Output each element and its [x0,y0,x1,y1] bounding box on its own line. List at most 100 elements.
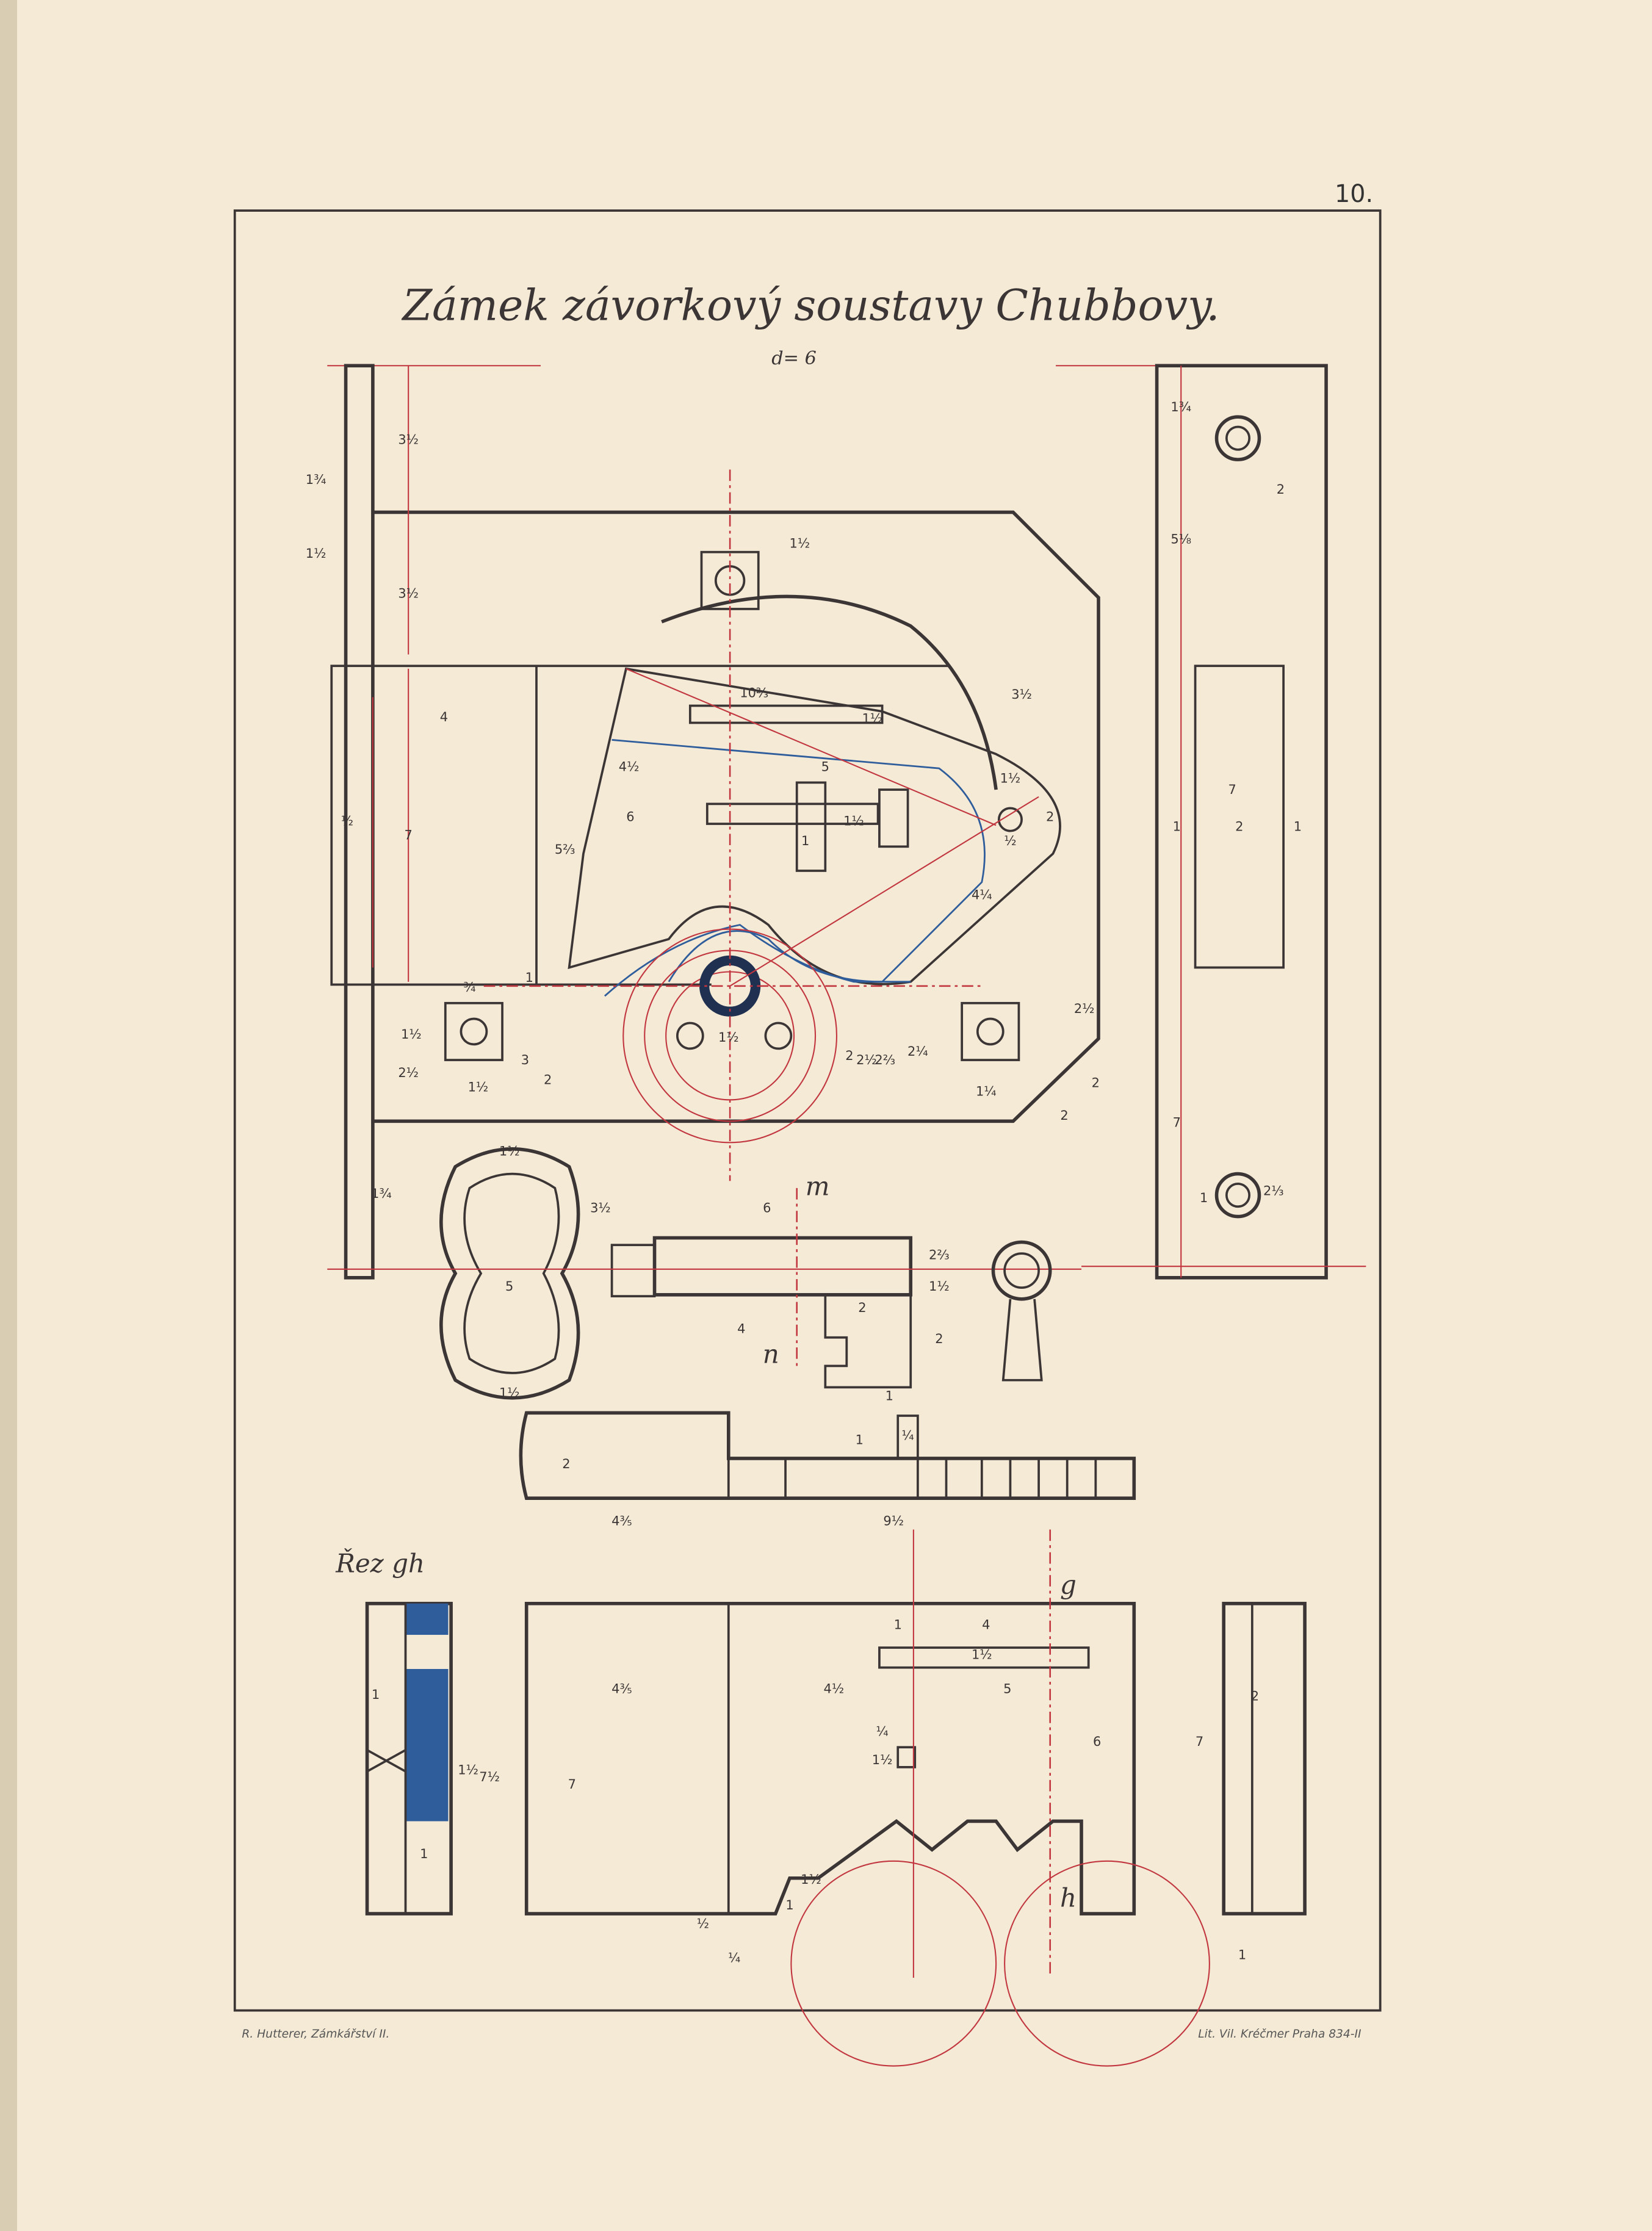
section-label: Řez gh [335,1548,425,1578]
dimension-label: ¼ [901,1429,914,1443]
dimension-label: 4⅗ [611,1682,632,1696]
dimension-label: 1½ [843,813,864,828]
dimension-label: 2½ [856,1053,877,1067]
dimension-label: 2½ [398,1065,419,1080]
strike-plate-view [1081,364,1366,1280]
dimension-label: 2½ [1074,1001,1095,1016]
dimension-label: 3½ [398,586,419,600]
dimension-label: 1½ [801,1872,821,1887]
page-gutter-shadow [0,0,17,2231]
footer-printer: Lit. Vil. Kréčmer Praha 834-II [1198,2028,1361,2041]
dimension-label: 3½ [590,1201,611,1216]
dimension-label: 7 [405,828,413,843]
dimension-label: 3 [521,1053,529,1067]
dimension-label: 1½ [468,1079,489,1094]
dimension-label: 9½ [883,1514,904,1529]
section-letter-g: g [1060,1570,1077,1599]
escutcheon [991,1240,1052,1301]
dimension-label: 1½ [718,1030,739,1045]
dimension-label: 1 [1238,1948,1246,1962]
dimension-label: 1 [801,834,809,848]
dimension-label: ½ [341,813,353,828]
dimension-label: 4½ [823,1682,844,1696]
dimension-label: 7 [1196,1734,1203,1749]
dimension-label: 7 [1173,1116,1181,1130]
dimension-label: 1¾ [371,1186,392,1201]
dimension-label: 4 [982,1618,990,1632]
dimension-label: 5 [821,760,829,774]
dimension-label: 1 [1294,820,1302,834]
dimension-label: 5 [505,1279,513,1294]
dimension-label: 2 [1046,809,1054,824]
lock-case [372,510,1100,1123]
bolt-view [519,1411,1136,1501]
drawing-frame [233,209,1382,2012]
dimension-label: 2⅓ [1263,1184,1284,1198]
dimension-label: 1½ [862,711,882,726]
dimension-label: 10⅔ [740,686,768,701]
dimension-label: 1 [525,970,533,985]
dimension-label: 1¼ [976,1084,997,1098]
dimension-label: 2 [935,1332,943,1346]
dimension-label: 4½ [619,760,640,774]
dimension-label: 7 [568,1777,576,1792]
dimension-label: 2¼ [907,1044,928,1059]
dimension-label: 1½ [306,546,326,561]
dimension-label: ½ [1004,834,1016,848]
drawing-title: Zámek závorkový soustavy Chubbovy. [401,281,1219,331]
dimension-label: 1½ [972,1648,992,1662]
dimension-label: 5⅛ [1170,532,1191,547]
dimension-label: 2⅔ [875,1053,895,1067]
dimension-label: 1½ [872,1753,893,1767]
section-gh-view [365,1601,453,1916]
dimension-label: 2 [1092,1075,1100,1090]
dimension-label: 1¾ [306,472,326,487]
dimension-label: ½ [697,1916,709,1931]
dimension-label: 6 [626,809,634,824]
case-bottom-view: g h [524,1529,1210,2067]
dimension-label: 4⅗ [611,1514,632,1529]
strike-bottom-view [1222,1601,1307,1916]
dimension-label: 2 [858,1300,866,1315]
dimension-label: 5 [1003,1682,1011,1696]
dimension-label: 6 [763,1201,771,1216]
dimension-label: 1 [420,1847,428,1861]
stud-right [961,1001,1020,1061]
dimension-label: 6 [1093,1734,1101,1749]
dimension-label: 2 [845,1048,853,1063]
key-view: m n [327,1147,1082,1400]
dimension-label: 1 [886,1388,893,1403]
lock-main-view [327,364,1324,1280]
dimension-label: 2 [544,1073,552,1087]
dimension-label: 1 [856,1433,864,1447]
dimension-label: 1 [894,1618,902,1632]
dimension-label: 4¼ [972,888,992,903]
dimension-label: ¾ [463,980,475,995]
dimension-label: 2 [1060,1108,1068,1123]
dimension-label: 1 [372,1687,380,1702]
dimension-label: 2 [1251,1689,1259,1703]
dimension-label: ¼ [876,1725,888,1739]
dimension-label: 1½ [790,536,810,551]
section-letter-n: n [763,1339,779,1369]
section-letter-m: m [806,1172,830,1202]
dimension-label: 1 [1200,1191,1208,1205]
dimension-label: 1 [1173,820,1181,834]
dimension-label: 3½ [1011,687,1032,702]
dimension-label: 1½ [1000,771,1021,785]
dimension-label: 1½ [929,1279,950,1294]
dimension-label: 1½ [401,1027,422,1042]
dimension-label: 7½ [479,1770,500,1784]
stud-left [444,1001,503,1061]
dimension-label: 1½ [458,1763,478,1778]
lever-spring [661,594,998,790]
scale-note: d= 6 [771,348,817,369]
dimension-label: ¼ [728,1950,740,1965]
dimension-label: 4 [737,1322,745,1336]
dimension-label: 1¾ [1170,400,1191,414]
dimension-label: 2 [1235,820,1243,834]
dimension-label: 3½ [398,432,419,447]
